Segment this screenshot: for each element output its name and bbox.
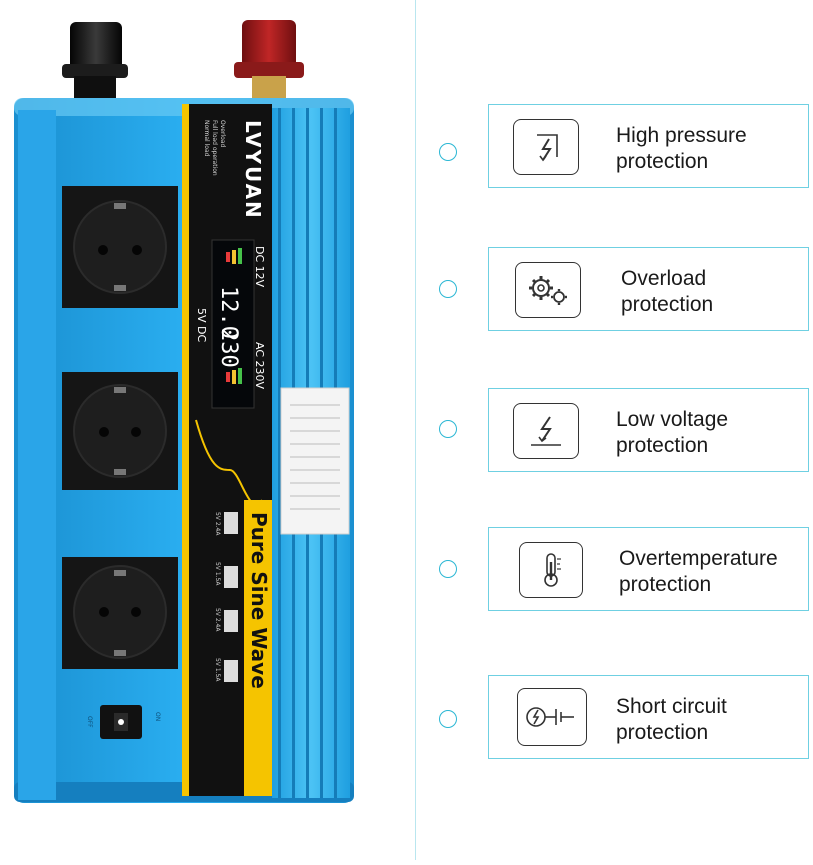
feature-overload: Overload protection bbox=[488, 247, 809, 331]
bullet-circle-icon bbox=[439, 560, 457, 578]
bullet-circle-icon bbox=[439, 420, 457, 438]
usb-port-label: 5V 1.5A bbox=[214, 562, 221, 586]
thermometer-icon bbox=[519, 542, 583, 598]
output-voltage-label: AC 230V bbox=[253, 342, 266, 390]
lcd-input-reading: 12.0 bbox=[216, 286, 241, 339]
feature-overtemperature: Overtemperature protection bbox=[488, 527, 809, 611]
lcd-output-reading: 230 bbox=[216, 328, 241, 368]
bullet-circle-icon bbox=[439, 143, 457, 161]
spec-label-sticker bbox=[280, 387, 350, 535]
feature-low-voltage: Low voltage protection bbox=[488, 388, 809, 472]
brand-logo-text: LVYUAN bbox=[241, 120, 265, 220]
input-voltage-label: DC 12V bbox=[253, 246, 266, 288]
feature-title: High pressure bbox=[616, 124, 747, 147]
power-inverter-subtitle: POWER INVERTER bbox=[256, 688, 265, 760]
usb-port-label: 5V 2.4A bbox=[214, 512, 221, 536]
ac-socket bbox=[62, 557, 178, 669]
feature-subtitle: protection bbox=[616, 434, 709, 457]
short-circuit-icon bbox=[517, 688, 587, 746]
bullet-circle-icon bbox=[439, 280, 457, 298]
control-panel bbox=[182, 104, 272, 796]
feature-title: Overload bbox=[621, 267, 707, 290]
lightning-bolt-icon bbox=[513, 119, 579, 175]
feature-high-pressure: High pressure protection bbox=[488, 104, 809, 188]
negative-terminal bbox=[62, 22, 128, 102]
positive-terminal bbox=[234, 20, 304, 102]
power-switch bbox=[100, 705, 142, 739]
usb-port-label: 5V 1.5A bbox=[214, 658, 221, 682]
legend-normal-load: Normal load bbox=[203, 120, 210, 157]
low-voltage-bolt-icon bbox=[513, 403, 579, 459]
feature-subtitle: protection bbox=[616, 150, 709, 173]
switch-off-label: OFF bbox=[86, 716, 93, 728]
feature-title: Overtemperature bbox=[619, 547, 778, 570]
gears-icon bbox=[515, 262, 581, 318]
usb-port-label: 5V 2.4A bbox=[214, 608, 221, 632]
feature-subtitle: protection bbox=[616, 721, 709, 744]
legend-overload: Overload bbox=[219, 120, 226, 147]
ac-socket bbox=[62, 372, 178, 490]
switch-on-label: ON bbox=[154, 712, 161, 721]
legend-full-load: Full load operation bbox=[211, 120, 218, 176]
feature-subtitle: protection bbox=[619, 573, 712, 596]
bullet-circle-icon bbox=[439, 710, 457, 728]
ac-socket bbox=[62, 186, 178, 308]
pure-sine-wave-title: Pure Sine Wave bbox=[247, 512, 271, 689]
product-photo: LVYUAN Normal load Full load operation O… bbox=[0, 0, 400, 860]
vertical-divider bbox=[415, 0, 416, 860]
feature-short-circuit: Short circuit protection bbox=[488, 675, 809, 759]
feature-title: Low voltage bbox=[616, 408, 729, 431]
usb-voltage-label: 5V DC bbox=[195, 308, 208, 342]
feature-subtitle: protection bbox=[621, 293, 714, 316]
feature-title: Short circuit bbox=[616, 695, 727, 718]
